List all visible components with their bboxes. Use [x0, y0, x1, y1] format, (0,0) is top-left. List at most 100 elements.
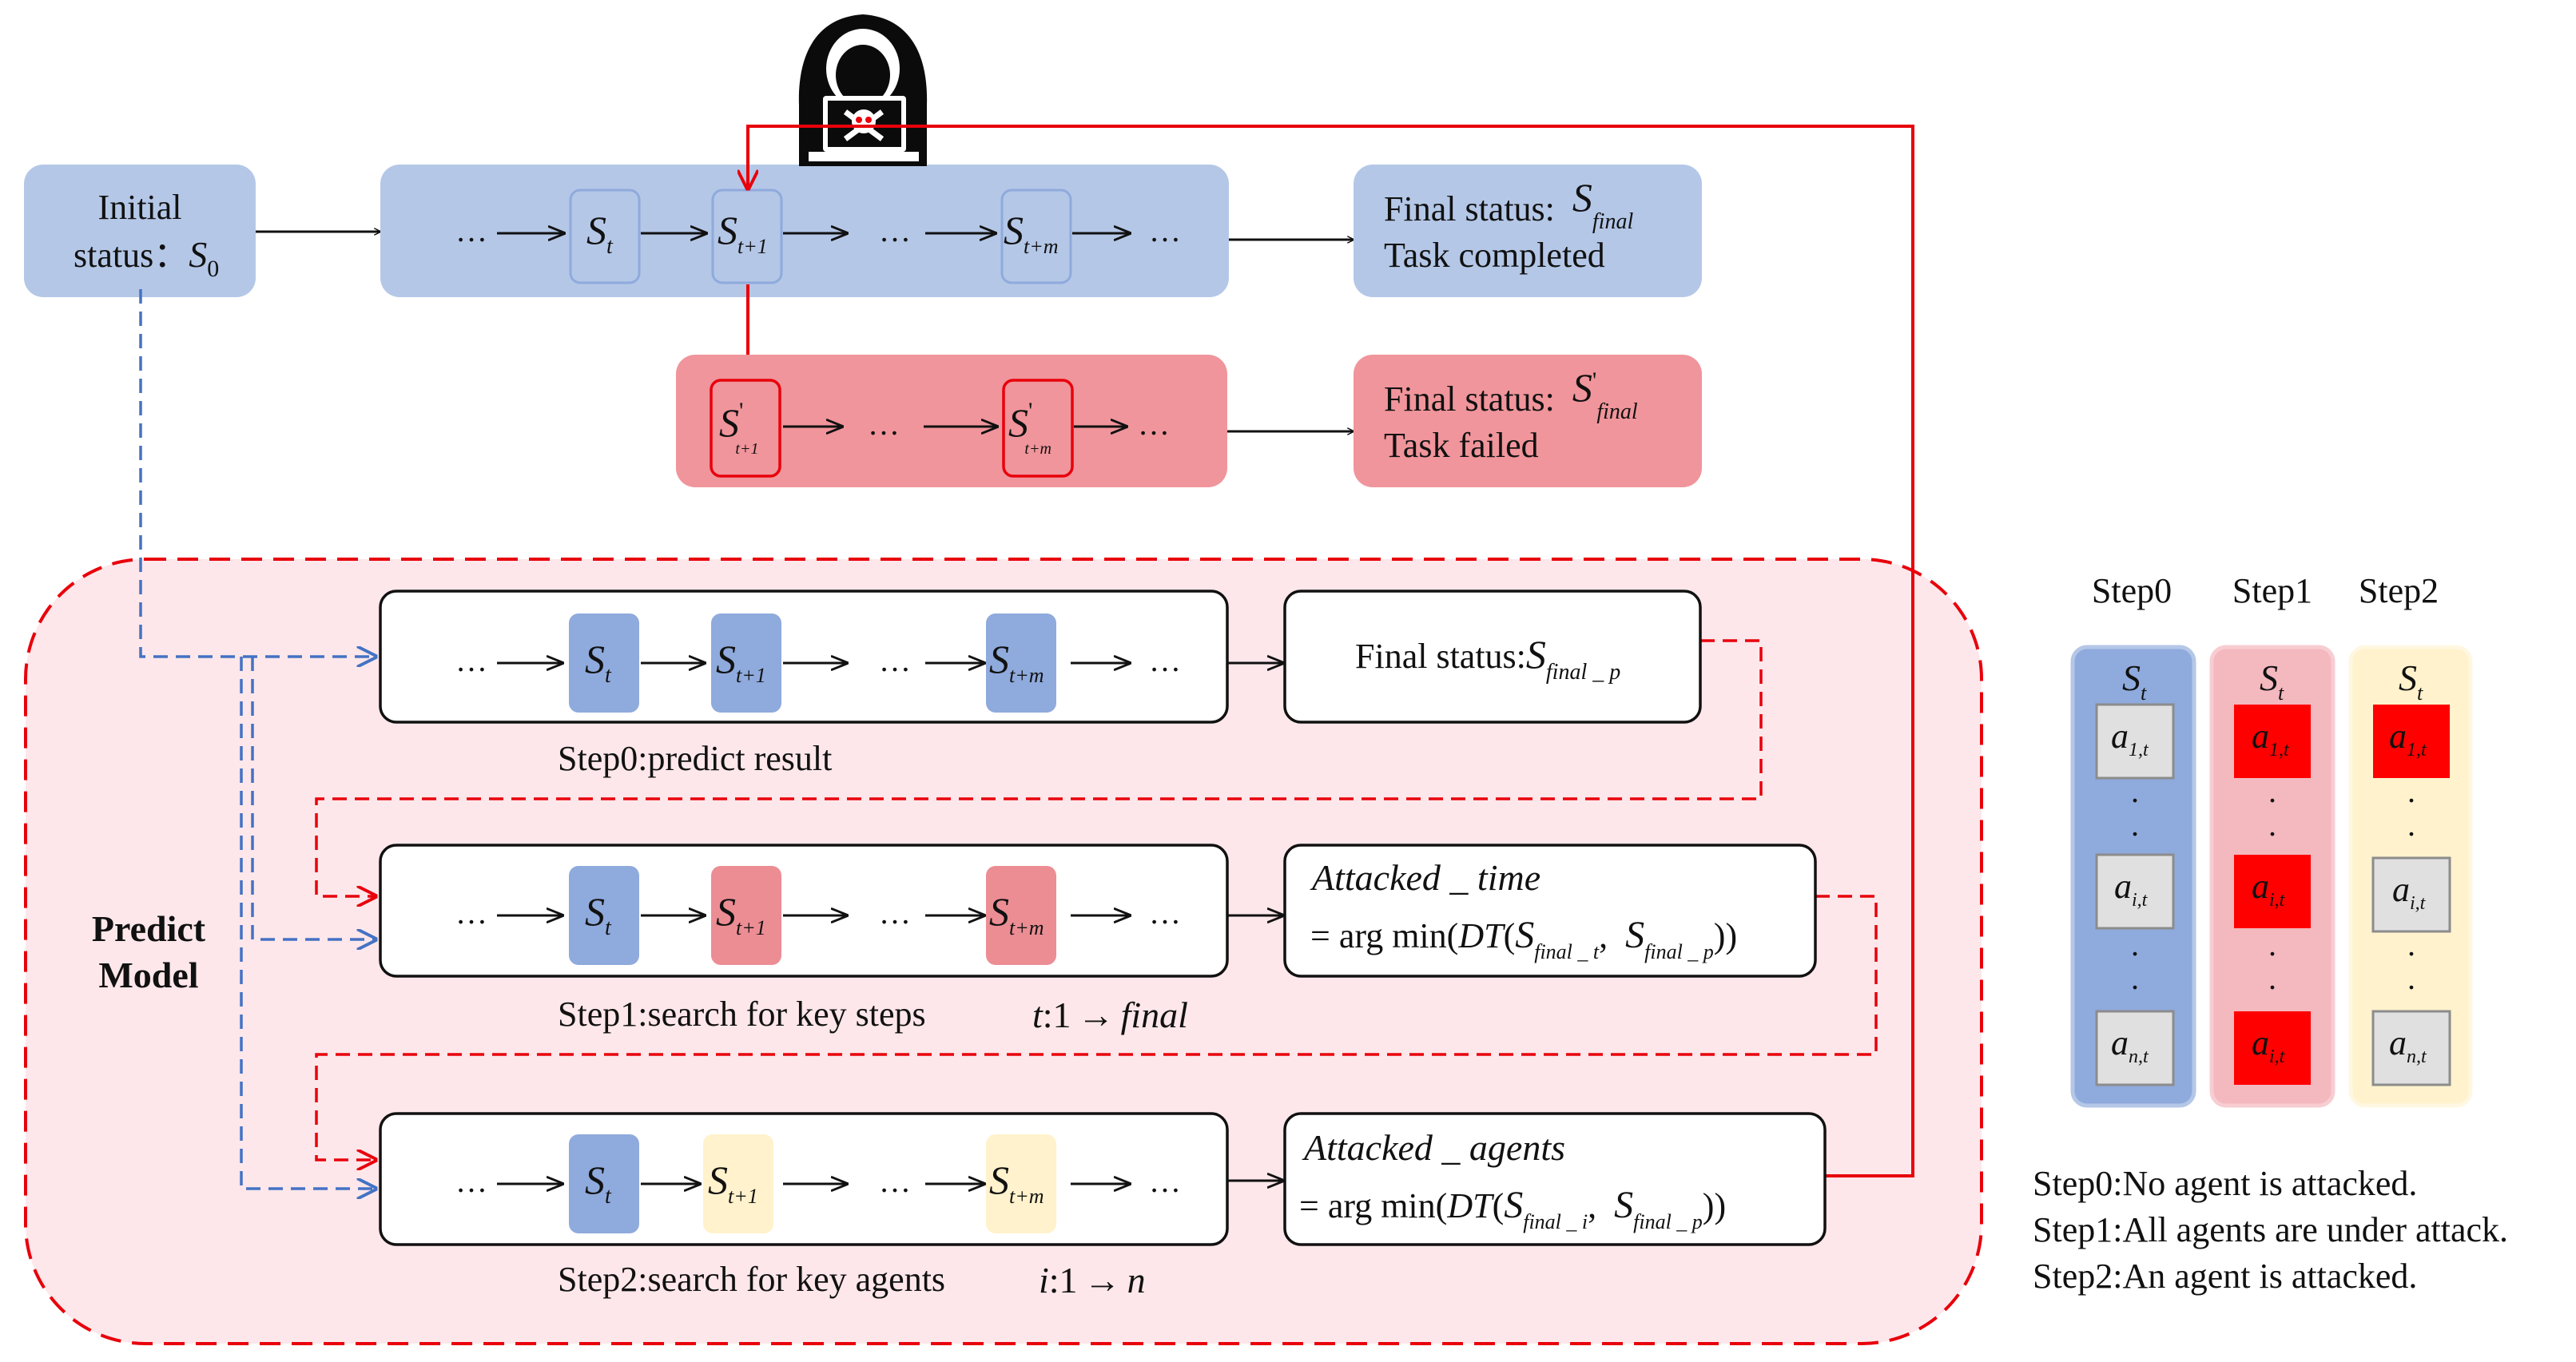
state-stm-agent-attacked: [986, 1134, 1056, 1233]
ellipsis-dot: .: [2407, 807, 2415, 843]
dots: …: [868, 406, 900, 442]
dots: …: [1149, 642, 1181, 678]
agent-cell-attacked: [2234, 1011, 2311, 1085]
blue-dashed-connectors: [139, 289, 376, 1189]
agent-label: ai,t: [2392, 870, 2427, 914]
state-st-label: St: [586, 208, 614, 259]
dots: …: [1149, 1163, 1181, 1199]
ellipsis-dot: .: [2131, 773, 2139, 809]
state-st1-label: St+1: [716, 889, 766, 939]
agent-label: an,t: [2389, 1023, 2427, 1067]
dots: …: [455, 895, 487, 931]
initial-status-box: Initial status：S0: [24, 165, 256, 297]
legend-note-step0: Step0:No agent is attacked.: [2033, 1164, 2417, 1203]
legend-state-label: St: [2122, 657, 2147, 705]
agent-label: a1,t: [2252, 717, 2290, 760]
initial-status-line1: Initial: [97, 188, 181, 227]
agent-label: a1,t: [2389, 717, 2427, 760]
state-stm-label: St+m: [989, 637, 1044, 687]
agent-cell: [2095, 853, 2175, 930]
ellipsis-dot: .: [2131, 807, 2139, 843]
state-stm-label: St+m: [989, 1158, 1044, 1208]
state-st-label: St: [585, 889, 612, 940]
state-st-outline: [569, 189, 641, 284]
state-st-label: St: [585, 637, 612, 688]
step0-result-label: Final status:Sfinal _ p: [1355, 632, 1620, 685]
agent-cell-attacked: [2234, 855, 2311, 928]
step1-process-box: [379, 844, 1229, 978]
final-completed-label: Final status:Sfinal: [1384, 175, 1633, 234]
agent-cell-attacked: [2234, 705, 2311, 778]
predict-model-title: Predict: [92, 908, 206, 949]
step1-formula-box: [1283, 844, 1817, 978]
ellipsis-dot: .: [2131, 960, 2139, 996]
state-st1: [711, 613, 781, 713]
agent-label: a1,t: [2111, 717, 2149, 760]
agent-cell: [2095, 703, 2175, 780]
attacker-icon: [798, 14, 928, 166]
step1-formula-title: Attacked _ time: [1310, 857, 1540, 898]
legend-state-label: St: [2399, 657, 2423, 705]
state-st1-prime-label: S't+1: [719, 398, 758, 458]
agent-label: ai,t: [2252, 867, 2286, 911]
step1-row: … St St+1 … St+m … Attacked _ time = arg…: [379, 844, 1817, 1035]
step0-result-box: [1283, 590, 1702, 724]
final-completed-line2: Task completed: [1384, 236, 1605, 275]
state-st: [569, 866, 639, 965]
final-failed-label: Final status:S'final: [1384, 365, 1638, 424]
ellipsis-dot: .: [2131, 927, 2139, 963]
state-stm-prime-label: S't+m: [1008, 398, 1051, 458]
agent-cell: [2371, 856, 2451, 933]
red-dashed-connectors: [315, 639, 1878, 1160]
ellipsis-dot: .: [2268, 807, 2276, 843]
agent-label: an,t: [2111, 1023, 2149, 1067]
step0-caption: Step0:predict result: [558, 739, 832, 778]
agent-cell: [2095, 1010, 2175, 1086]
step2-process-box: [379, 1112, 1229, 1246]
dots: …: [879, 895, 911, 931]
ellipsis-dot: .: [2268, 960, 2276, 996]
dots: …: [455, 212, 487, 248]
dots: …: [1149, 212, 1181, 248]
step0-process-box: [379, 590, 1229, 724]
state-st1-attacked: [711, 866, 781, 965]
predict-model-title: Model: [98, 955, 198, 995]
step2-formula-title: Attacked _ agents: [1302, 1127, 1565, 1168]
dots: …: [1138, 406, 1170, 442]
state-stm-outline: [1000, 189, 1072, 284]
attack-feedback-line: [748, 125, 1914, 1177]
state-st1-prime-outline: [710, 379, 781, 478]
state-st1-label: St+1: [718, 208, 768, 258]
agent-cell-attacked: [2373, 705, 2450, 778]
step1-formula: = arg min(DT(Sfinal _ t,Sfinal _ p)): [1310, 914, 1737, 963]
ellipsis-dot: .: [2268, 773, 2276, 809]
initial-status-line2: status：S0: [74, 234, 219, 282]
agent-label: ai,t: [2114, 867, 2149, 911]
step2-row: … St St+1 … St+m … Attacked _ agents = a…: [379, 1112, 1827, 1300]
state-st1-agent-attacked: [703, 1134, 773, 1233]
dots: …: [879, 212, 911, 248]
legend-note-step2: Step2:An agent is attacked.: [2033, 1257, 2417, 1296]
state-stm: [986, 613, 1056, 713]
normal-process-panel: [380, 165, 1229, 297]
legend-header-step0: Step0: [2092, 571, 2172, 610]
normal-process-flow: … St St+1 … St+m …: [455, 208, 1181, 259]
ellipsis-dot: .: [2407, 773, 2415, 809]
step0-row: … St St+1 … St+m … Final status:Sfinal _…: [379, 590, 1702, 778]
dots: …: [879, 1163, 911, 1199]
agent-cell: [2371, 1010, 2451, 1086]
legend-header-step1: Step1: [2232, 571, 2312, 610]
state-st: [569, 1134, 639, 1233]
legend: Step0 Step1 Step2 St St St a1,t ai,t an,…: [2033, 571, 2508, 1296]
failed-process-panel: S't+1 … S't+m …: [676, 355, 1227, 487]
step1-range: t:1→final: [1032, 995, 1188, 1035]
legend-state-label: St: [2260, 657, 2284, 705]
step2-formula: = arg min(DT(Sfinal _ i,Sfinal _ p)): [1299, 1184, 1726, 1233]
step2-range: i:1→n: [1039, 1260, 1146, 1300]
ellipsis-dot: .: [2407, 927, 2415, 963]
state-stm-prime-outline: [1002, 379, 1074, 478]
ellipsis-dot: .: [2268, 927, 2276, 963]
state-st: [569, 613, 639, 713]
state-st-label: St: [585, 1158, 612, 1209]
